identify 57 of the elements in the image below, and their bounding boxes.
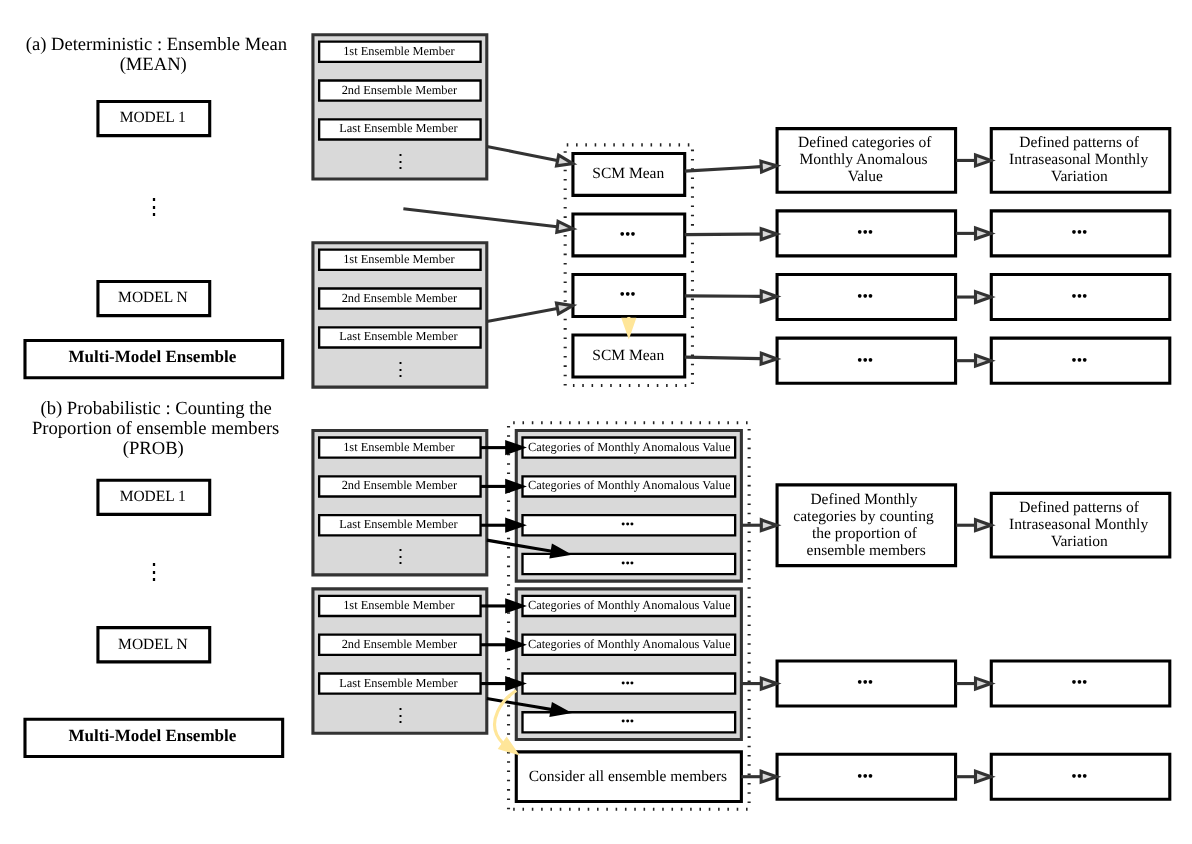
arrow bbox=[740, 769, 781, 785]
node-box: Consider all ensemble members bbox=[513, 750, 742, 804]
cluster bbox=[562, 143, 693, 388]
node-box: ••• bbox=[570, 212, 686, 258]
node-box: SCM Mean bbox=[570, 151, 686, 197]
node-box: MODEL 1 bbox=[95, 478, 211, 516]
node-box: Multi-Model Ensemble bbox=[22, 717, 284, 759]
arrow bbox=[683, 159, 781, 175]
arrow bbox=[740, 675, 781, 692]
node-box: ••• bbox=[988, 752, 1171, 801]
node-box: ••• bbox=[988, 209, 1171, 258]
node-box: Multi-Model Ensemble bbox=[22, 338, 284, 380]
arrow bbox=[492, 689, 519, 756]
node-box: ••• bbox=[774, 752, 957, 801]
arrow bbox=[955, 675, 995, 692]
node-box: ••• bbox=[988, 659, 1171, 708]
label: ⋮ bbox=[141, 561, 164, 586]
arrow bbox=[480, 440, 526, 456]
arrow bbox=[683, 226, 781, 242]
arrow bbox=[683, 288, 781, 304]
label: ⋮ bbox=[141, 196, 164, 221]
node-box: ••• bbox=[988, 336, 1171, 385]
node-box: ••• bbox=[774, 336, 957, 385]
node-box: MODEL 1 bbox=[95, 99, 211, 138]
arrow bbox=[955, 289, 995, 305]
arrow bbox=[480, 478, 526, 495]
node-box: ••• bbox=[774, 272, 957, 322]
arrow bbox=[485, 301, 577, 324]
node-box: SCM Mean bbox=[570, 333, 686, 379]
arrow bbox=[485, 696, 572, 717]
label: (b) Probabilistic : Counting the Proportion of ensemble members (PROB) bbox=[30, 399, 279, 460]
arrow bbox=[480, 637, 526, 653]
arrow bbox=[485, 538, 572, 559]
arrow bbox=[683, 351, 781, 367]
cluster bbox=[513, 429, 742, 583]
arrow bbox=[480, 675, 526, 692]
node-box: ••• bbox=[988, 272, 1171, 322]
node-box: ••• bbox=[774, 209, 957, 258]
node-box: Defined categories of Monthly Anomalous Value bbox=[774, 127, 957, 194]
arrow bbox=[955, 152, 995, 169]
arrow bbox=[485, 144, 577, 168]
arrow bbox=[955, 353, 995, 369]
node-box: MODEL N bbox=[95, 626, 211, 664]
label: (a) Deterministic : Ensemble Mean (MEAN) bbox=[24, 35, 287, 76]
cluster bbox=[513, 587, 742, 741]
arrow bbox=[955, 769, 995, 785]
arrow bbox=[402, 207, 577, 235]
node-box: MODEL N bbox=[95, 279, 211, 318]
arrow bbox=[480, 598, 526, 614]
arrow bbox=[740, 517, 781, 533]
node-box: Defined Monthly categories by counting the proportion of ensemble members bbox=[774, 483, 957, 568]
arrow bbox=[955, 225, 995, 241]
node-box: Defined patterns of Intraseasonal Monthly Variation bbox=[988, 491, 1171, 559]
node-box: Defined patterns of Intraseasonal Monthly Variation bbox=[988, 127, 1171, 194]
node-box: ••• bbox=[774, 659, 957, 708]
arrow bbox=[955, 517, 995, 533]
arrow bbox=[480, 517, 526, 533]
